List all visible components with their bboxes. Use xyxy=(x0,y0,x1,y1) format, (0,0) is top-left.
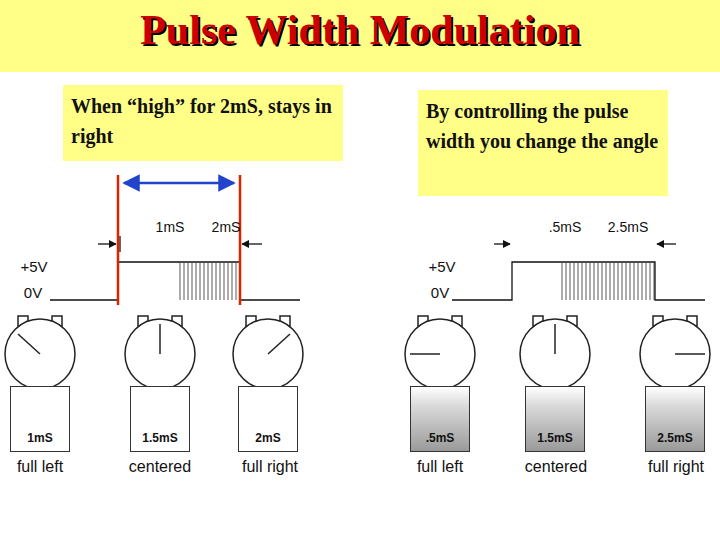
position-label: centered xyxy=(129,458,191,476)
pulse-waveform xyxy=(452,244,705,300)
note-box: When “high” for 2mS, stays in right xyxy=(63,85,343,161)
time-label: 2.5mS xyxy=(608,219,648,235)
servo-body: 2mS xyxy=(238,386,298,452)
servo-dial xyxy=(5,316,75,389)
servo-label: 1mS xyxy=(27,431,52,445)
title-band xyxy=(0,0,720,72)
servo-body: 2.5mS xyxy=(645,386,705,452)
note-text: When “high” for 2mS, stays in right xyxy=(71,91,335,151)
servo-dial xyxy=(520,316,590,389)
time-label: .5mS xyxy=(549,219,582,235)
servo-body: 1.5mS xyxy=(525,386,585,452)
voltage-label: 0V xyxy=(431,284,449,301)
servo-label: 1.5mS xyxy=(142,431,177,445)
note-box: By controlling the pulse width you chang… xyxy=(418,90,668,196)
servo-dial xyxy=(640,316,710,389)
servo-body: 1.5mS xyxy=(130,386,190,452)
servo-body: 1mS xyxy=(10,386,70,452)
servo-label: 1.5mS xyxy=(537,431,572,445)
position-label: full left xyxy=(417,458,463,476)
time-label: 2mS xyxy=(212,219,241,235)
servo-label: .5mS xyxy=(426,431,455,445)
voltage-label: +5V xyxy=(20,258,47,275)
marker-line xyxy=(239,175,242,305)
servo-label: 2mS xyxy=(255,431,280,445)
servo-dial xyxy=(125,316,195,389)
width-arrow xyxy=(124,182,234,185)
servo-dial xyxy=(405,316,475,389)
slide-title: Pulse Width Modulation xyxy=(0,6,720,54)
voltage-label: +5V xyxy=(428,258,455,275)
servo-body: .5mS xyxy=(410,386,470,452)
servo-label: 2.5mS xyxy=(657,431,692,445)
servo-dial xyxy=(233,316,303,389)
marker-line xyxy=(117,175,120,305)
position-label: full left xyxy=(17,458,63,476)
position-label: full right xyxy=(648,458,704,476)
pulse-waveform xyxy=(50,236,300,300)
voltage-label: 0V xyxy=(24,284,42,301)
position-label: full right xyxy=(242,458,298,476)
note-text: By controlling the pulse width you chang… xyxy=(426,96,660,156)
position-label: centered xyxy=(525,458,587,476)
time-label: 1mS xyxy=(156,219,185,235)
